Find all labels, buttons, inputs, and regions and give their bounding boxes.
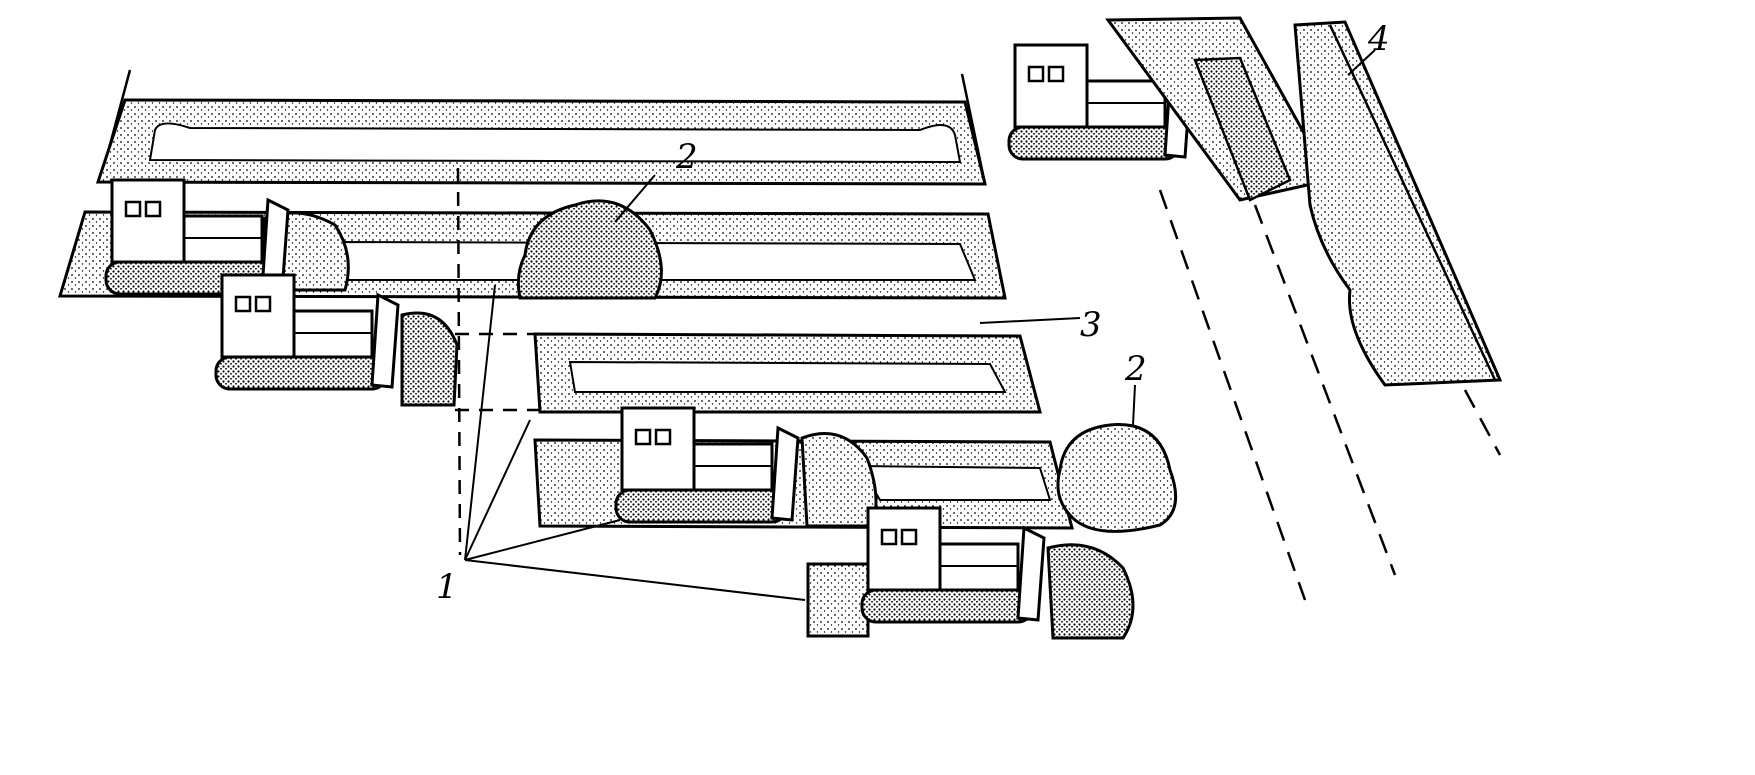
soil-pile-center (516, 199, 663, 300)
bulldozer-3 (614, 406, 878, 528)
label-soil-pile-1: 2 (675, 137, 698, 177)
road-embankment (1105, 16, 1503, 601)
label-trench-area: 3 (1080, 305, 1102, 345)
label-bulldozer: 1 (436, 567, 458, 607)
leader-lines (464, 49, 1376, 601)
bulldozer-4 (806, 506, 1135, 640)
soil-pile-right (1056, 423, 1178, 533)
trench-strip-3 (533, 332, 1042, 414)
dashed-guides (455, 167, 540, 556)
label-road-edge: 4 (1367, 19, 1390, 59)
bulldozer-2 (214, 273, 459, 407)
label-soil-pile-2: 2 (1124, 349, 1147, 389)
trench-strip-1 (95, 69, 987, 186)
